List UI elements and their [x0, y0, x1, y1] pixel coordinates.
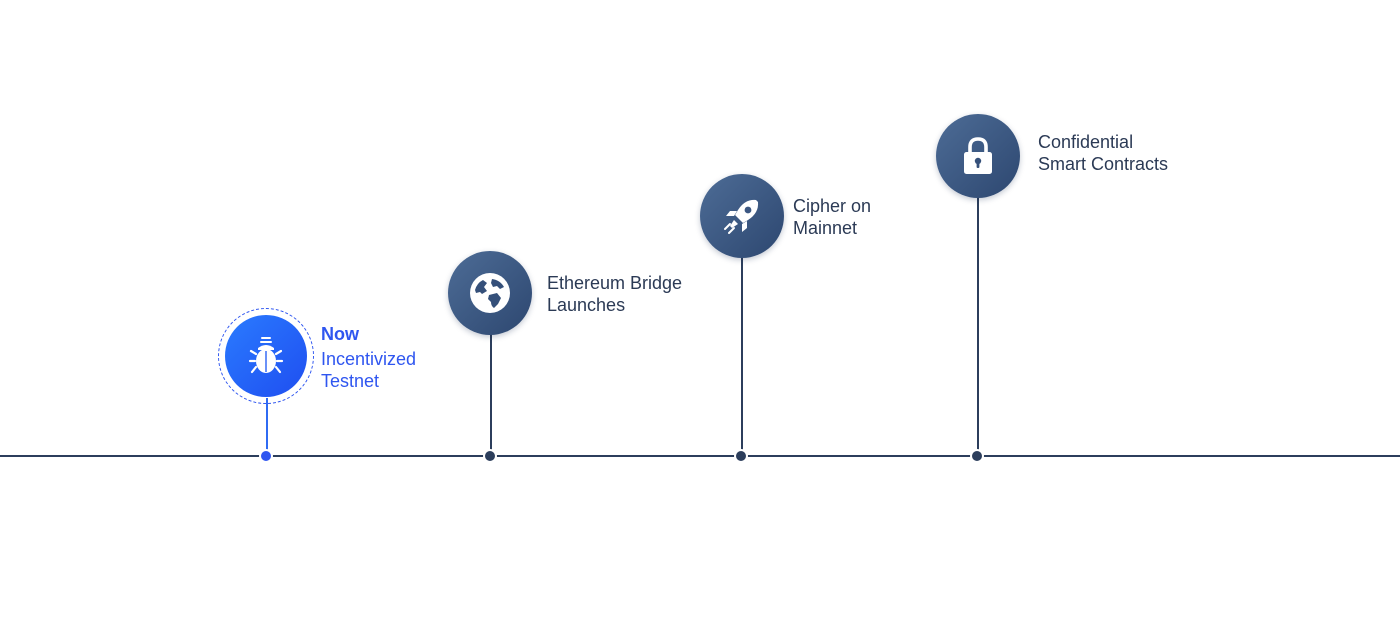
bridge-title-line-2: Launches: [547, 295, 626, 315]
testnet-title-line-2: Testnet: [321, 371, 380, 391]
contracts-stem: [977, 197, 979, 456]
globe-icon: [470, 273, 510, 313]
mainnet-title-line-2: Mainnet: [793, 218, 858, 238]
bug-icon: [248, 337, 284, 374]
mainnet-marker-dot: [734, 449, 748, 463]
testnet-title-line-1: Incentivized: [321, 349, 417, 369]
rocket-icon: [724, 199, 759, 234]
testnet-label: Now Incentivized Testnet: [321, 323, 416, 392]
bridge-marker-dot: [483, 449, 497, 463]
bridge-node[interactable]: [448, 251, 532, 335]
status-now: Now: [321, 324, 359, 344]
testnet-marker-dot: [259, 449, 273, 463]
lock-icon: [964, 137, 992, 174]
bridge-label: Ethereum Bridge Launches: [547, 272, 682, 316]
mainnet-node[interactable]: [700, 174, 784, 258]
mainnet-title-line-1: Cipher on: [793, 196, 872, 216]
testnet-node[interactable]: [225, 315, 307, 397]
mainnet-label: Cipher on Mainnet: [793, 195, 871, 239]
contracts-title-line-1: Confidential: [1038, 132, 1134, 152]
contracts-label: Confidential Smart Contracts: [1038, 131, 1168, 175]
testnet-stem: [266, 398, 268, 456]
bridge-stem: [490, 334, 492, 456]
current-halo: [218, 308, 314, 404]
bridge-title-line-1: Ethereum Bridge: [547, 273, 683, 293]
contracts-title-line-2: Smart Contracts: [1038, 154, 1169, 174]
timeline-axis: [0, 455, 1400, 457]
contracts-node[interactable]: [936, 114, 1020, 198]
mainnet-stem: [741, 257, 743, 456]
contracts-marker-dot: [970, 449, 984, 463]
